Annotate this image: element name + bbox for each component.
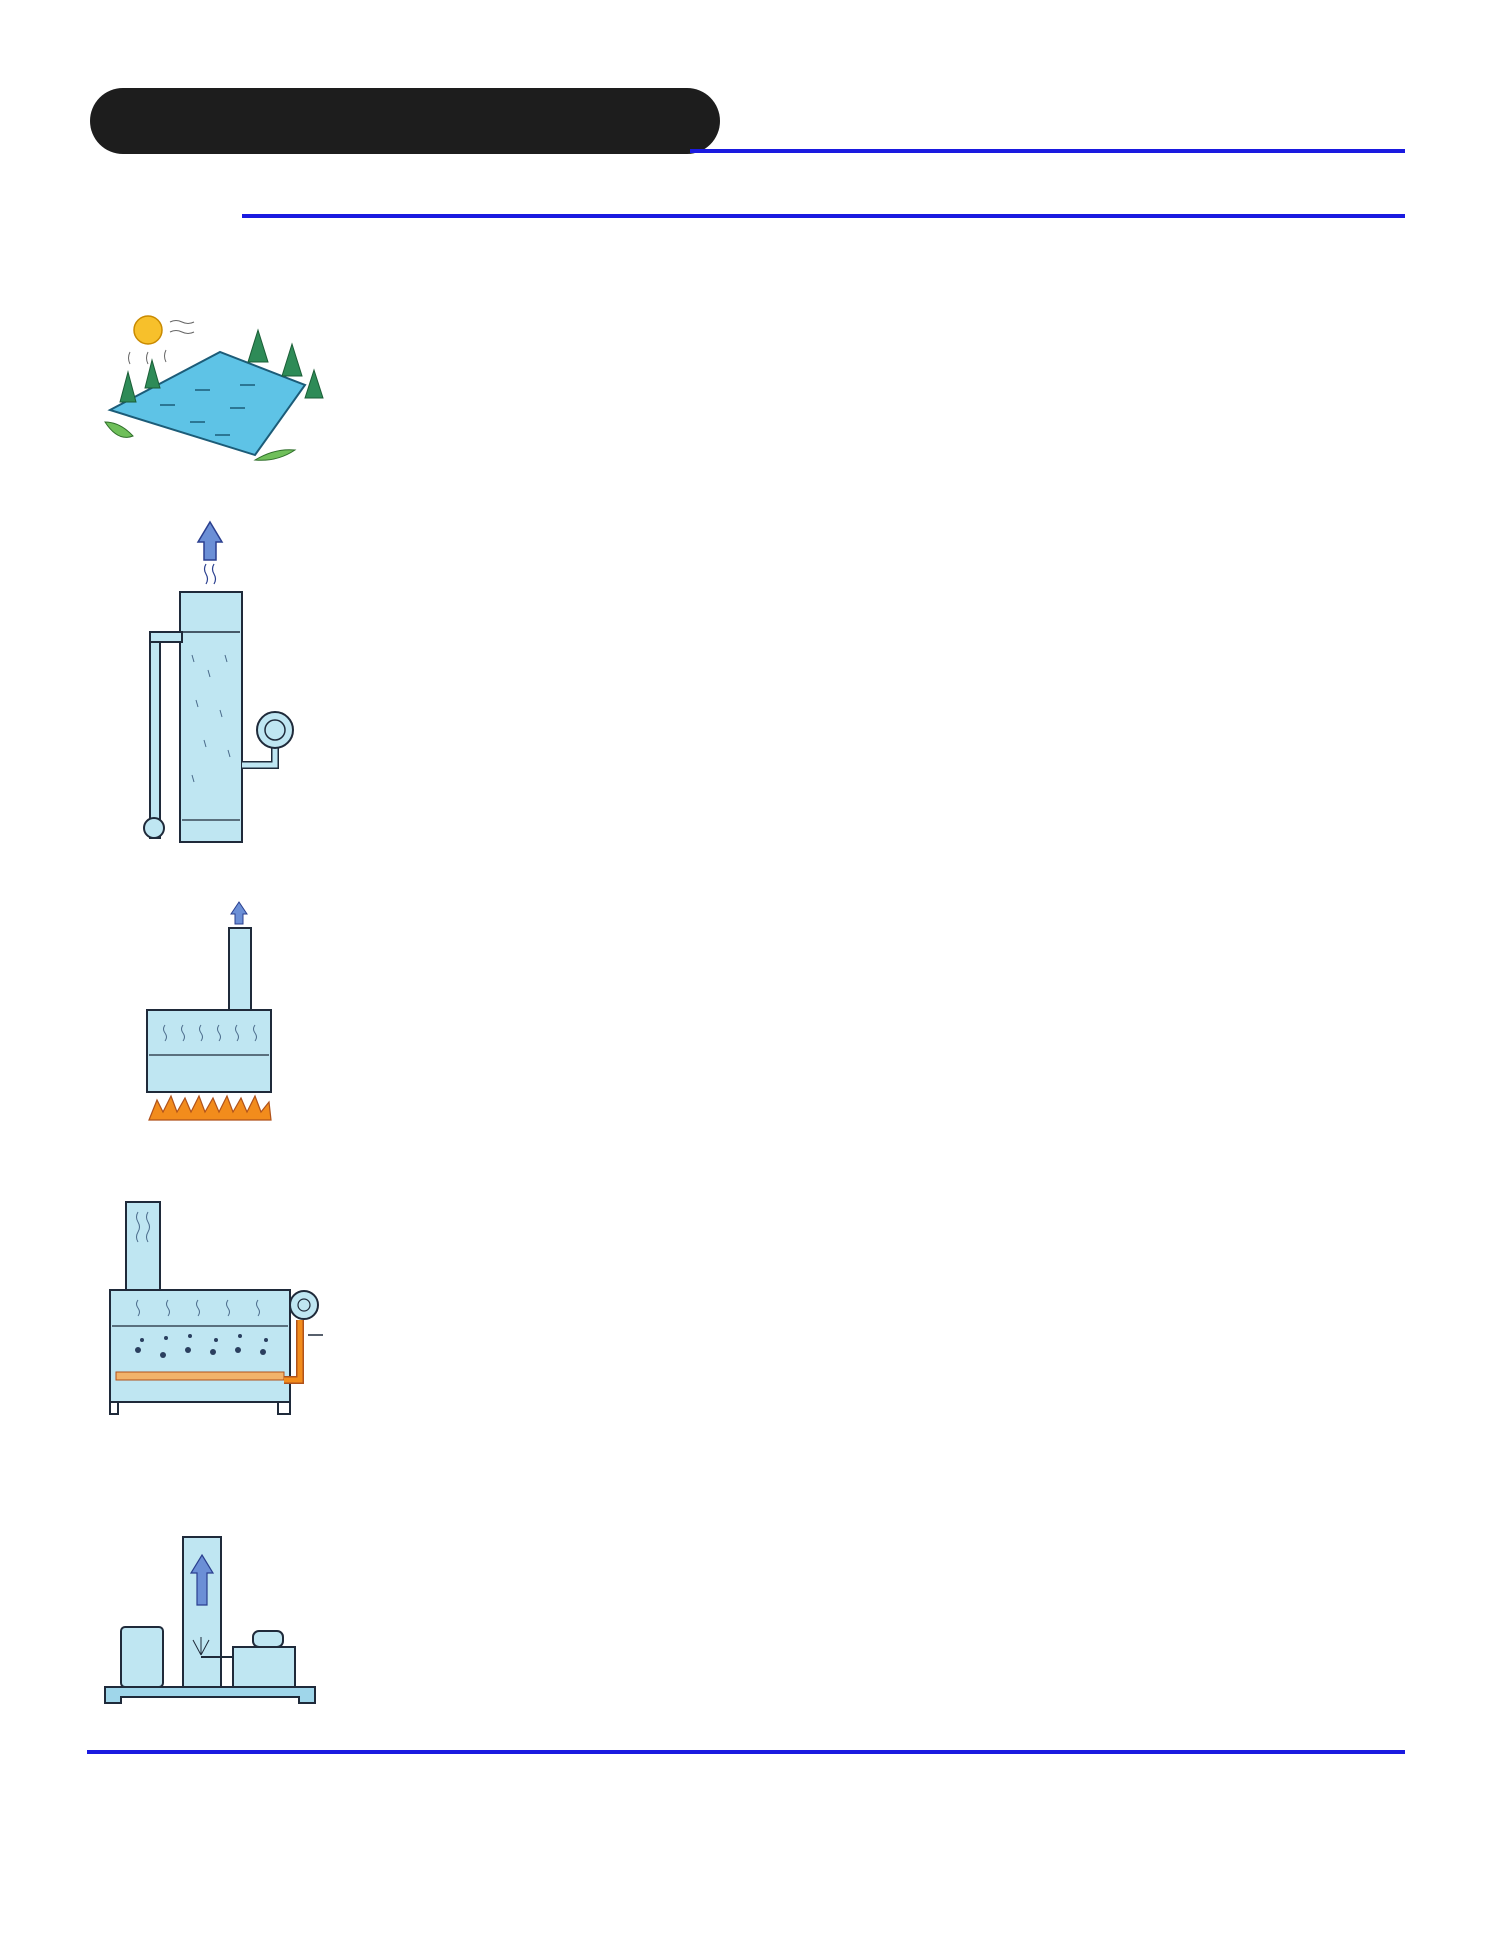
subheader-rule	[242, 214, 1405, 218]
stack-with-spray-nozzle-and-pump-icon	[104, 1536, 316, 1704]
pond-with-sun-and-trees-icon	[104, 315, 324, 461]
header-bar	[90, 88, 720, 154]
sparged-tank-with-blower-icon	[109, 1201, 323, 1415]
flame-heated-tank-icon	[146, 901, 272, 1121]
packed-tower-with-blower-icon	[143, 520, 294, 843]
header-rule	[690, 149, 1405, 153]
footer-rule	[87, 1750, 1405, 1754]
